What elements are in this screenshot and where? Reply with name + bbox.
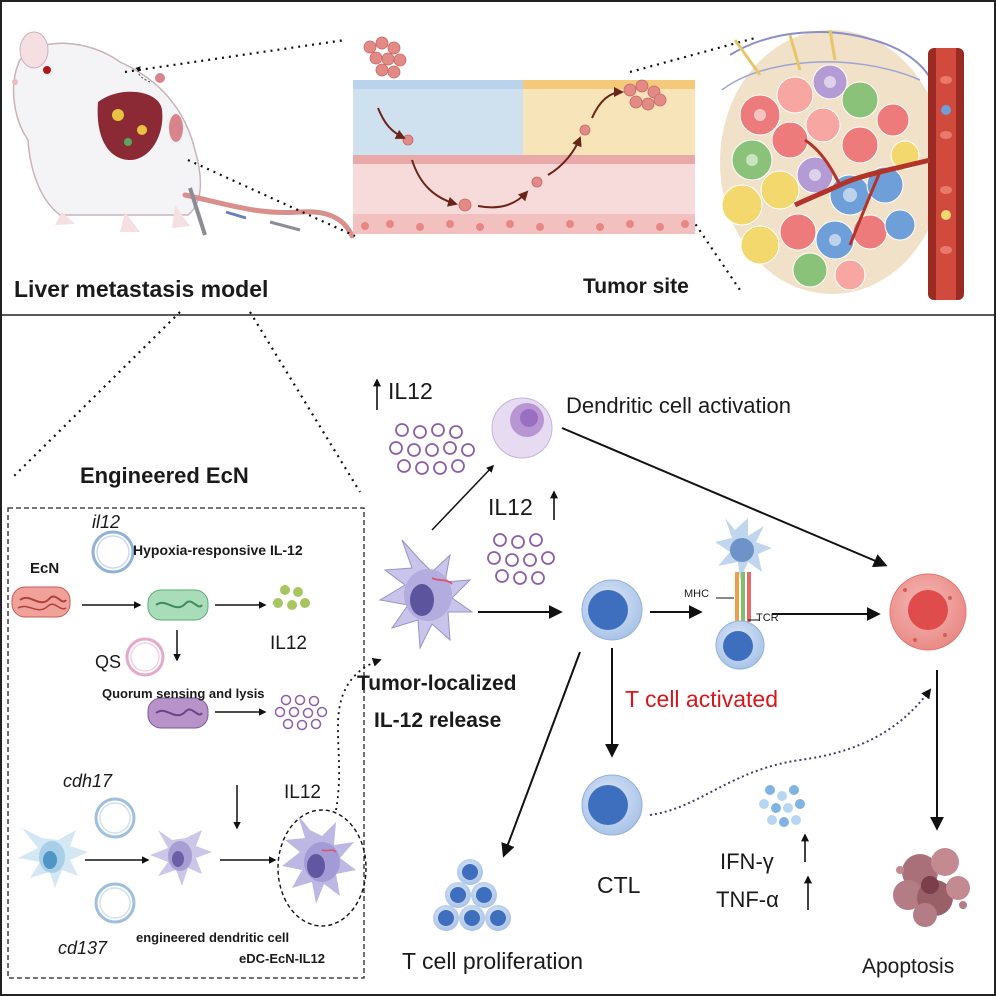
edc-code-label: eDC-EcN-IL12 [239,951,325,966]
ctl-label: CTL [597,872,641,898]
mouse-illustration [12,31,355,239]
tumor-cell [889,573,967,651]
il12-up-top-label: IL12 [388,378,433,404]
arrow [501,651,581,858]
engineered-bacterium-il12 [147,589,209,621]
ifn-label: IFN-γ [720,849,774,874]
dendritic-cell-small [18,828,88,888]
edc-name-label: engineered dendritic cell [136,930,290,945]
zoom-line [629,36,756,74]
immune-synapse [715,518,772,670]
tumor-localized-label-1: Tumor-localized [357,672,517,695]
cdh17-label: cdh17 [63,771,113,791]
ctl-cell [581,774,643,836]
arrow [561,427,888,568]
il12-particles-top [389,423,475,475]
tumor-site-illustration [720,29,964,300]
il12-edc-label: IL12 [284,782,321,803]
ecn-label: EcN [30,560,60,577]
naive-t-cell [581,579,643,641]
qs-plasmid-icon [125,637,165,677]
activated-dendritic-cell [491,397,553,459]
dc-activation-label: Dendritic cell activation [566,393,791,418]
metastasis-migration-panel [353,36,695,234]
apoptotic-cell [893,848,970,927]
zoom-line [249,311,361,493]
ctl-attack-path [649,688,932,816]
liver-model-label: Liver metastasis model [14,276,269,302]
tumor-localized-label-2: IL-12 release [374,709,502,732]
il12-up-mid-label: IL12 [488,494,533,520]
lysing-bacterium [147,697,209,729]
dendritic-cell-transfected [150,830,212,886]
engineered-ecn-box [7,507,365,979]
il12-plasmid-icon [91,530,135,574]
edc-highlight-ring [277,809,367,927]
tumor-site-label: Tumor site [583,275,689,298]
ecn-bacterium [11,586,71,618]
t-cell-activated-label: T cell activated [625,686,778,712]
quorum-label: Quorum sensing and lysis [102,686,265,701]
main-dendritic-cell [378,539,474,650]
cd137-label: cd137 [58,938,108,958]
il12-particles-purple [274,694,328,731]
mhc-label: MHC [684,588,710,600]
engineered-dendritic-cell [282,815,356,904]
il12-gene-label: il12 [92,512,121,532]
il12-particles-green [273,585,310,610]
il12-particles-mid [487,533,555,585]
t-cell-proliferation-cluster [433,859,511,931]
zoom-line [124,38,346,74]
cdh17-plasmid-icon [94,797,136,839]
apoptosis-label: Apoptosis [862,955,955,978]
tnf-label: TNF-α [716,887,779,912]
zoom-line [187,158,356,238]
arrow [431,464,495,531]
dotted-arrow [335,658,382,811]
cd137-plasmid-icon [94,882,136,924]
zoom-line [11,311,181,479]
qs-label: QS [95,652,122,672]
tcr-label: TCR [756,612,779,624]
t-cell-proliferation-label: T cell proliferation [402,948,584,974]
engineered-ecn-title: Engineered EcN [80,463,249,488]
il12-product-label: IL12 [270,633,307,654]
hypoxia-label: Hypoxia-responsive IL-12 [133,542,303,558]
cytokine-particles [759,785,805,827]
